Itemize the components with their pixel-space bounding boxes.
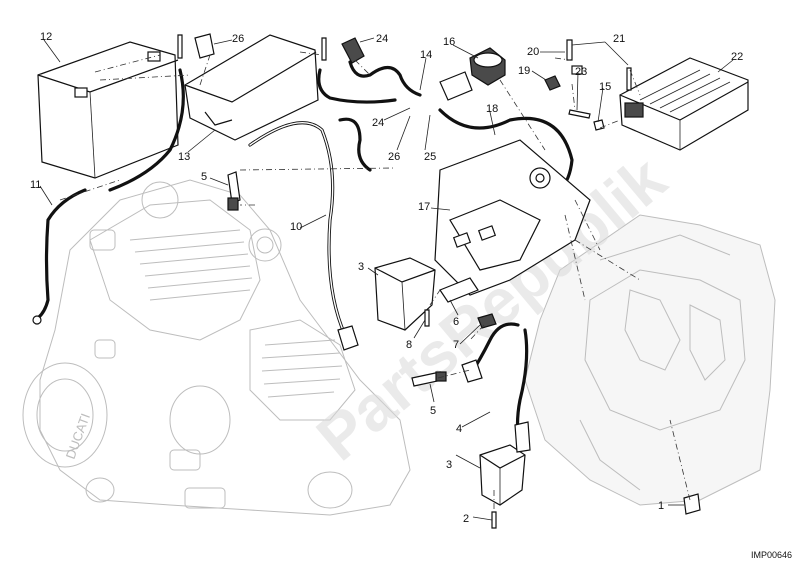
bracket-6 [439,277,479,303]
callout-24-left: 24 [372,117,384,129]
callout-25: 26 [388,151,400,163]
grommet-7 [477,313,497,329]
callout-23: 24 [376,33,388,45]
battery-bolt [177,34,183,59]
spark-plug-lower [411,371,447,387]
assembly-lines [59,51,691,512]
bolt-20 [626,67,632,91]
nut-14 [593,119,605,131]
spacer-1 [683,493,701,515]
callout-13: 14 [420,49,432,61]
ignition-coil-lower [479,444,526,506]
callout-14: 15 [599,81,611,93]
callout-26: 26 [232,33,244,45]
callout-3-upper: 3 [358,261,364,273]
leader-lines [39,37,734,521]
drawing-code: IMP00646 [750,550,792,560]
spacer-22 [571,65,583,75]
callout-6: 6 [453,316,459,328]
ignition-coil-upper [374,257,436,331]
voltage-regulator [619,57,749,151]
starter-relay [439,47,506,101]
battery-bracket [434,139,591,296]
ground-cable [32,68,185,325]
callout-19: 20 [527,46,539,58]
battery [37,41,179,179]
callout-2: 2 [463,513,469,525]
callout-16: 17 [418,201,430,213]
callout-9: 10 [290,221,302,233]
engine-brand-mark: DUCATI [63,411,93,461]
bolt-19 [566,39,573,61]
callout-18: 19 [518,65,530,77]
callout-7: 7 [453,339,459,351]
battery-holder [184,34,319,141]
callout-3-lower: 3 [446,459,452,471]
callout-22: 23 [575,66,587,78]
callout-17: 18 [486,103,498,115]
callout-4: 4 [456,423,462,435]
bolt-8 [424,309,430,327]
callout-10: 11 [30,179,41,191]
starter-cable [248,117,372,351]
bolt-22 [568,109,591,119]
rubber-grommet [544,75,561,91]
callout-8: 8 [406,339,412,351]
callout-numbers: 12 26 13 11 5 10 24 14 16 18 17 24 26 25… [30,31,743,525]
callout-12: 13 [178,151,190,163]
terminal-cover [194,33,215,59]
battery-bolt [321,37,327,61]
callout-5-upper: 5 [201,171,207,183]
airbox-outline [524,214,776,506]
spark-plug-upper [227,171,241,211]
callout-1: 1 [658,500,664,512]
engine-outline: DUCATI [22,179,411,516]
callout-21: 22 [731,51,743,63]
callout-5-lower: 5 [430,405,436,417]
ht-lead [461,322,531,453]
callout-24-right: 25 [424,151,436,163]
callout-11: 12 [40,31,52,43]
bolt-2 [491,511,497,529]
callout-20: 21 [613,33,625,45]
relay-cables [317,37,574,192]
callout-15: 16 [443,36,455,48]
